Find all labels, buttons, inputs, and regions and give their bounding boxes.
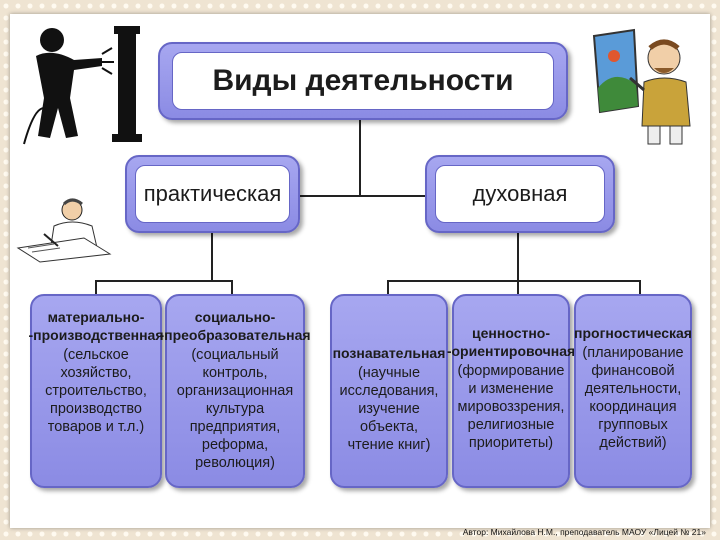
spiritual-node-inner: духовная (435, 165, 605, 223)
root-title: Виды деятельности (212, 64, 514, 97)
writer-clipart-icon (16, 198, 112, 263)
leaf-title: социально- -преобразовательная (159, 309, 311, 343)
connector (517, 280, 519, 294)
root-node-inner: Виды деятельности (172, 52, 554, 110)
connector (211, 232, 213, 280)
leaf-title: ценностно- -ориентировочная (446, 325, 576, 359)
connector (231, 280, 233, 294)
leaf-value: ценностно- -ориентировочная (формировани… (447, 294, 575, 488)
practical-node-inner: практическая (135, 165, 290, 223)
spiritual-node: духовная (425, 155, 615, 233)
leaf-description: (сельское хозяйство, строительство, прои… (45, 347, 147, 435)
author-footer: Автор: Михайлова Н.М., преподаватель МАО… (462, 527, 706, 537)
connector (95, 280, 233, 282)
leaf-description: (формирование и изменение мировоззрения,… (457, 363, 565, 451)
spiritual-label: духовная (472, 181, 568, 206)
connector (639, 280, 641, 294)
leaf-prognostic: прогностическая (планирование финансовой… (574, 294, 692, 488)
leaf-description: (научные исследования, изучение объекта,… (339, 365, 439, 453)
connector (387, 280, 641, 282)
painter-clipart-icon (592, 28, 691, 145)
leaf-title: прогностическая (574, 325, 692, 341)
practical-node: практическая (125, 155, 300, 233)
leaf-cognitive: познавательная (научные исследования, из… (330, 294, 448, 488)
leaf-material: материально- -производственная (сельское… (28, 294, 164, 488)
connector (359, 119, 361, 195)
connector (517, 232, 519, 280)
leaf-description: (планирование финансовой деятельности, к… (582, 345, 684, 451)
connector (387, 280, 389, 294)
leaf-title: материально- -производственная (28, 309, 164, 343)
leaf-description: (социальный контроль, организационная ку… (176, 347, 294, 471)
leaf-title: познавательная (332, 345, 446, 361)
root-node: Виды деятельности (158, 42, 568, 120)
welder-clipart-icon (23, 26, 142, 145)
leaf-social: социально- -преобразовательная (социальн… (159, 294, 311, 488)
practical-label: практическая (143, 181, 282, 206)
connector (298, 195, 426, 197)
connector (95, 280, 97, 294)
